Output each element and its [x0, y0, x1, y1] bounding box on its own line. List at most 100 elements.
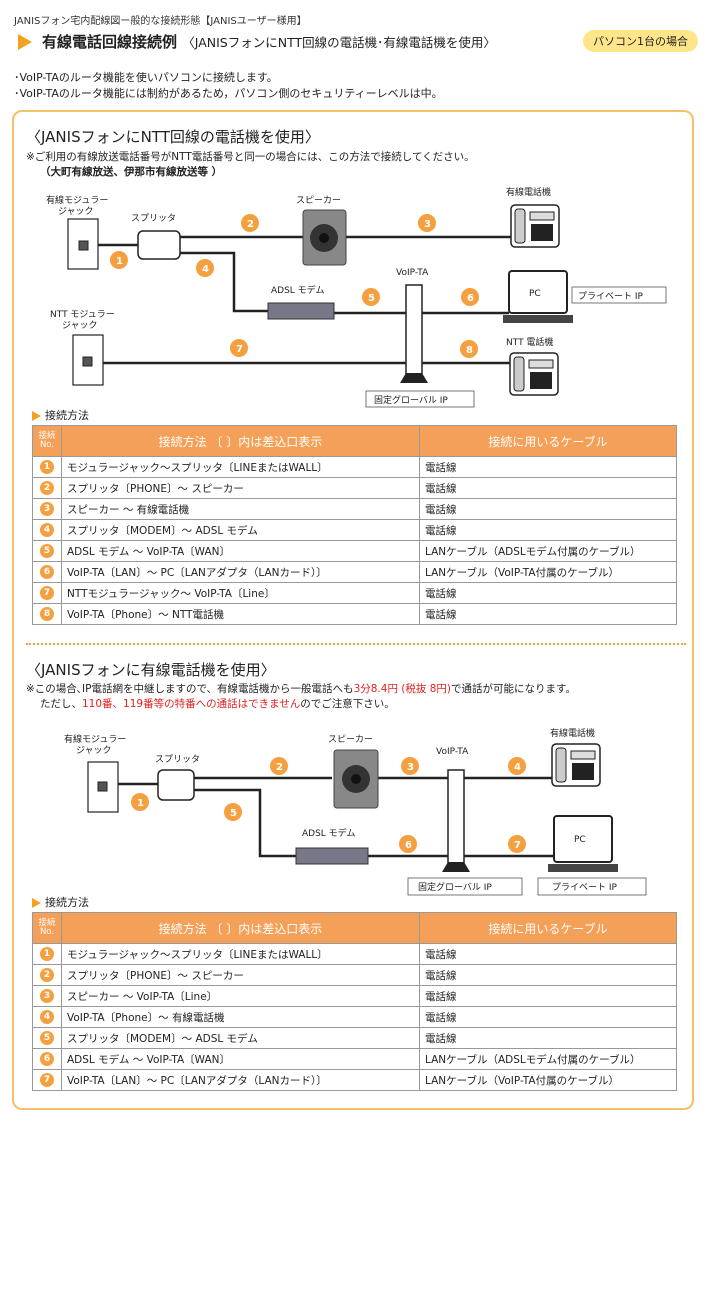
row-method: VoIP-TA〔Phone〕～ 有線電話機	[61, 1006, 420, 1028]
number-badge-icon: 7	[40, 1073, 54, 1087]
s2-num: 5	[230, 808, 237, 819]
s2-number-markers: 1 2 3 4 5 6 7	[131, 757, 526, 853]
row-cable: LANケーブル（ADSLモデム付属のケーブル）	[419, 1048, 677, 1070]
s1-modular-jack-label: 有線モジュラージャック	[46, 194, 108, 217]
number-badge-icon: 4	[40, 523, 54, 537]
pc-count-badge: パソコン1台の場合	[583, 30, 698, 52]
row-method: スプリッタ〔PHONE〕～ スピーカー	[61, 477, 420, 499]
number-badge-icon: 3	[40, 989, 54, 1003]
row-cable: 電話線	[419, 519, 677, 541]
arrow-right-icon	[18, 34, 32, 50]
s2-method-heading: 接続方法	[32, 894, 89, 910]
s1-num: 3	[424, 219, 431, 230]
s1-ntt-jack-label: NTT モジュラージャック	[50, 309, 115, 331]
row-number: 5	[32, 1027, 62, 1049]
s1-wired-phone-label: 有線電話機	[506, 186, 551, 198]
row-cable: 電話線	[419, 582, 677, 604]
row-number: 1	[32, 456, 62, 478]
s2-speaker-label: スピーカー	[328, 734, 373, 745]
page-title-sub: 〈JANISフォンにNTT回線の電話機･有線電話機を使用〉	[182, 35, 496, 50]
s1-num: 7	[236, 344, 243, 355]
breadcrumb: JANISフォン宅内配線図ー般的な接続形態【JANISユーザー様用】	[14, 16, 307, 27]
row-cable: LANケーブル（VoIP-TA付属のケーブル）	[419, 561, 677, 583]
s1-speaker-label: スピーカー	[296, 195, 341, 206]
row-cable: 電話線	[419, 943, 677, 965]
row-method: ADSL モデム ～ VoIP-TA〔WAN〕	[61, 1048, 420, 1070]
s2-adsl-label: ADSL モデム	[302, 827, 356, 839]
section2-title: 〈JANISフォンに有線電話機を使用〉	[26, 661, 276, 679]
number-badge-icon: 2	[40, 481, 54, 495]
s1-global-ip-label: 固定グローバル IP	[374, 394, 448, 406]
section-divider	[26, 643, 686, 645]
s2-pc-icon	[548, 815, 618, 872]
table-row: 1 モジュラージャック～スプリッタ〔LINEまたはWALL〕電話線	[32, 943, 677, 965]
s1-num: 4	[202, 264, 209, 275]
row-method: スピーカー ～ VoIP-TA〔Line〕	[61, 985, 420, 1007]
s2-pc-label: PC	[574, 835, 586, 845]
number-badge-icon: 1	[40, 947, 54, 961]
intro-notes: ･VoIP-TAのルータ機能を使いパソコンに接続します。 ･VoIP-TAのルー…	[14, 70, 443, 102]
row-method: VoIP-TA〔LAN〕～ PC〔LANアダプタ（LANカード）〕	[61, 1069, 420, 1091]
row-cable: LANケーブル（ADSLモデム付属のケーブル）	[419, 540, 677, 562]
row-number: 4	[32, 519, 62, 541]
intro-line: ･VoIP-TAのルータ機能を使いパソコンに接続します。	[14, 71, 278, 84]
s2-voip-label: VoIP-TA	[436, 747, 469, 757]
col-header-no: 接続No.	[32, 425, 62, 457]
section1-note: ※ご利用の有線放送電話番号がNTT電話番号と同一の場合には、この方法で接続してく…	[26, 151, 475, 163]
arrow-right-icon	[32, 411, 41, 421]
s2-wired-phone-icon	[551, 743, 601, 787]
s1-adsl-icon	[267, 302, 335, 320]
number-badge-icon: 2	[40, 968, 54, 982]
col-header-cable: 接続に用いるケーブル	[419, 425, 677, 457]
row-method: NTTモジュラージャック～ VoIP-TA〔Line〕	[61, 582, 420, 604]
number-badge-icon: 5	[40, 1031, 54, 1045]
row-number: 7	[32, 1069, 62, 1091]
col-header-cable: 接続に用いるケーブル	[419, 912, 677, 944]
col-header-method: 接続方法 〔 〕内は差込口表示	[61, 912, 420, 944]
row-number: 2	[32, 964, 62, 986]
row-cable: 電話線	[419, 498, 677, 520]
number-badge-icon: 1	[40, 460, 54, 474]
s1-number-markers: 1 2 3 4 5 6 7 8	[110, 214, 479, 358]
row-number: 7	[32, 582, 62, 604]
s2-wired-phone-label: 有線電話機	[550, 727, 595, 739]
s2-private-ip-label: プライベート IP	[552, 882, 618, 893]
row-number: 3	[32, 985, 62, 1007]
row-cable: 電話線	[419, 1027, 677, 1049]
s1-num: 5	[368, 293, 375, 304]
s1-method-heading: 接続方法	[32, 407, 89, 423]
s2-num: 6	[405, 840, 412, 851]
number-badge-icon: 3	[40, 502, 54, 516]
col-header-no: 接続No.	[32, 912, 62, 944]
s1-voip-label: VoIP-TA	[396, 268, 429, 278]
s1-splitter-icon	[137, 230, 181, 260]
row-method: VoIP-TA〔Phone〕～ NTT電話機	[61, 603, 420, 625]
number-badge-icon: 6	[40, 565, 54, 579]
number-badge-icon: 6	[40, 1052, 54, 1066]
s2-num: 1	[137, 798, 144, 809]
s2-num: 2	[276, 762, 283, 773]
s2-modular-jack-label: 有線モジュラージャック	[64, 733, 126, 756]
content-panel	[12, 110, 694, 1110]
s1-ntt-phone-label: NTT 電話機	[506, 336, 553, 348]
s1-private-ip-label: プライベート IP	[578, 291, 644, 302]
row-method: モジュラージャック～スプリッタ〔LINEまたはWALL〕	[61, 943, 420, 965]
row-method: VoIP-TA〔LAN〕～ PC〔LANアダプタ（LANカード）〕	[61, 561, 420, 583]
s1-voip-ta-icon	[400, 284, 428, 383]
row-number: 4	[32, 1006, 62, 1028]
s1-num: 6	[467, 293, 474, 304]
s1-splitter-label: スプリッタ	[131, 213, 176, 224]
row-number: 1	[32, 943, 62, 965]
row-number: 2	[32, 477, 62, 499]
intro-line: ･VoIP-TAのルータ機能には制約があるため，パソコン側のセキュリティーレベル…	[14, 87, 443, 100]
s1-pc-icon	[503, 270, 573, 323]
row-cable: 電話線	[419, 456, 677, 478]
